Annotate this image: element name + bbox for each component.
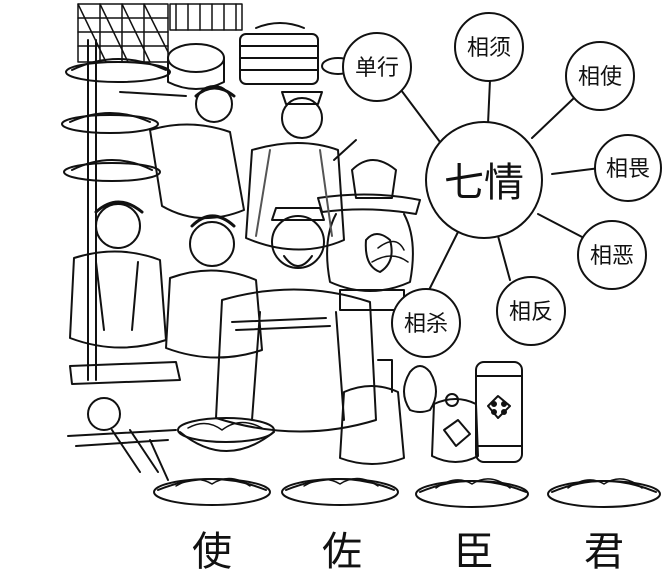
relation-node-xiangwei: 相畏	[594, 134, 662, 202]
worker-figure-center	[165, 214, 263, 359]
stove-drawing	[317, 159, 421, 311]
relation-node-xiangsha: 相杀	[391, 288, 461, 358]
steamer-baskets	[167, 22, 355, 90]
herb-cutter	[67, 361, 181, 481]
cook-figure-top	[119, 85, 245, 219]
relation-node-danxing: 单行	[342, 32, 412, 102]
relation-node-xiangwu: 相恶	[577, 220, 647, 290]
relation-label: 相畏	[606, 157, 650, 182]
dish-1	[153, 477, 271, 506]
relation-label: 相杀	[404, 312, 448, 337]
seven-emotions-diagram: 七情 单行 相须 相使 相畏 相恶 相反 相杀	[342, 12, 662, 358]
worker-figure-left	[69, 200, 167, 349]
center-label: 七情	[444, 160, 524, 206]
dish-2	[281, 477, 399, 506]
bottom-dishes	[153, 477, 661, 508]
relation-label: 相恶	[590, 244, 634, 269]
relation-node-xiangxu: 相须	[454, 12, 524, 82]
connector-lines	[391, 77, 601, 297]
center-node: 七情	[425, 121, 543, 239]
herb-basket	[177, 417, 275, 452]
relation-label: 单行	[355, 56, 399, 81]
shelf-dishes	[61, 58, 171, 182]
dish-label-shi: 使	[192, 529, 232, 575]
relation-label: 相须	[467, 36, 511, 61]
relation-label: 相反	[509, 300, 553, 325]
dish-label-jun: 君	[584, 529, 624, 575]
pharmacist-figure	[215, 207, 377, 433]
lattice-window	[77, 3, 169, 63]
dish-label-chen: 臣	[454, 529, 494, 575]
relation-node-xiangfan: 相反	[496, 276, 566, 346]
dish-3	[415, 478, 529, 508]
cook-figure-middle	[245, 91, 357, 251]
relation-label: 相使	[578, 65, 622, 90]
jun-chen-zuo-shi-labels: 使 佐 臣 君	[192, 529, 624, 575]
relation-node-xiangshi: 相使	[565, 41, 635, 111]
kitchen-scene-drawing	[61, 3, 661, 508]
dish-4	[547, 478, 661, 508]
dish-label-zuo: 佐	[322, 529, 362, 575]
medicine-jars	[339, 359, 523, 465]
